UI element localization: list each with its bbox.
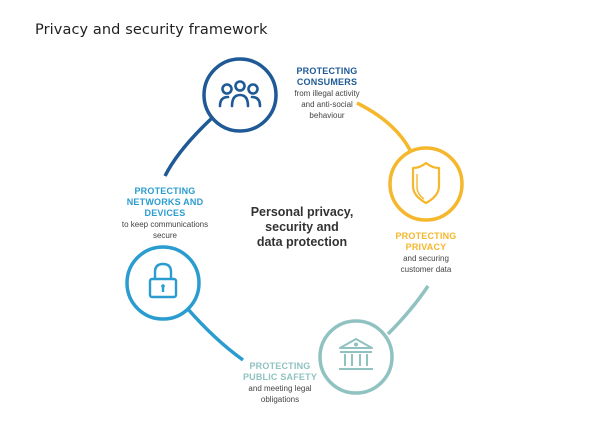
public-safety-heading-1: PROTECTING	[249, 361, 311, 371]
public-safety-heading-2: PUBLIC SAFETY	[242, 372, 318, 382]
networks-label: PROTECTING NETWORKS AND DEVICES to keep …	[113, 186, 217, 241]
consumers-sub-2: and anti-social	[301, 100, 353, 109]
consumers-sub-1: from illegal activity	[294, 89, 360, 98]
center-line-2: security and	[265, 220, 339, 234]
consumers-heading-1: PROTECTING	[296, 66, 358, 76]
privacy-heading-2: PRIVACY	[405, 242, 447, 252]
networks-node	[125, 245, 201, 321]
networks-heading-2: NETWORKS AND	[126, 197, 204, 207]
networks-sub-2: secure	[152, 231, 177, 240]
page-title: Privacy and security framework	[35, 22, 268, 38]
consumers-node	[202, 57, 278, 133]
privacy-sub-1: and securing	[403, 254, 449, 263]
privacy-node	[388, 146, 464, 222]
privacy-sub-2: customer data	[400, 265, 452, 274]
consumers-heading-2: CONSUMERS	[296, 77, 358, 87]
government-building-icon	[339, 338, 373, 370]
shield-icon	[411, 161, 441, 205]
people-group-icon	[218, 80, 262, 108]
public-safety-sub-2: obligations	[260, 395, 300, 404]
public-safety-node	[318, 319, 394, 395]
privacy-heading-1: PROTECTING	[395, 231, 457, 241]
networks-heading-3: DEVICES	[144, 208, 186, 218]
networks-connector-arc	[185, 306, 245, 362]
consumers-label: PROTECTING CONSUMERS from illegal activi…	[282, 66, 372, 121]
consumers-sub-3: behaviour	[309, 111, 345, 120]
privacy-label: PROTECTING PRIVACY and securing customer…	[386, 231, 466, 275]
public-safety-connector-arc	[386, 285, 430, 336]
center-heading: Personal privacy, security and data prot…	[232, 205, 372, 250]
networks-heading-1: PROTECTING	[134, 186, 196, 196]
center-line-1: Personal privacy,	[250, 205, 354, 219]
privacy-connector-arc	[356, 101, 412, 151]
networks-sub-1: to keep communications	[121, 220, 209, 229]
center-line-3: data protection	[256, 235, 348, 249]
consumers-connector-arc	[163, 116, 214, 177]
public-safety-label: PROTECTING PUBLIC SAFETY and meeting leg…	[240, 361, 320, 405]
public-safety-sub-1: and meeting legal	[248, 384, 312, 393]
padlock-icon	[148, 262, 178, 299]
